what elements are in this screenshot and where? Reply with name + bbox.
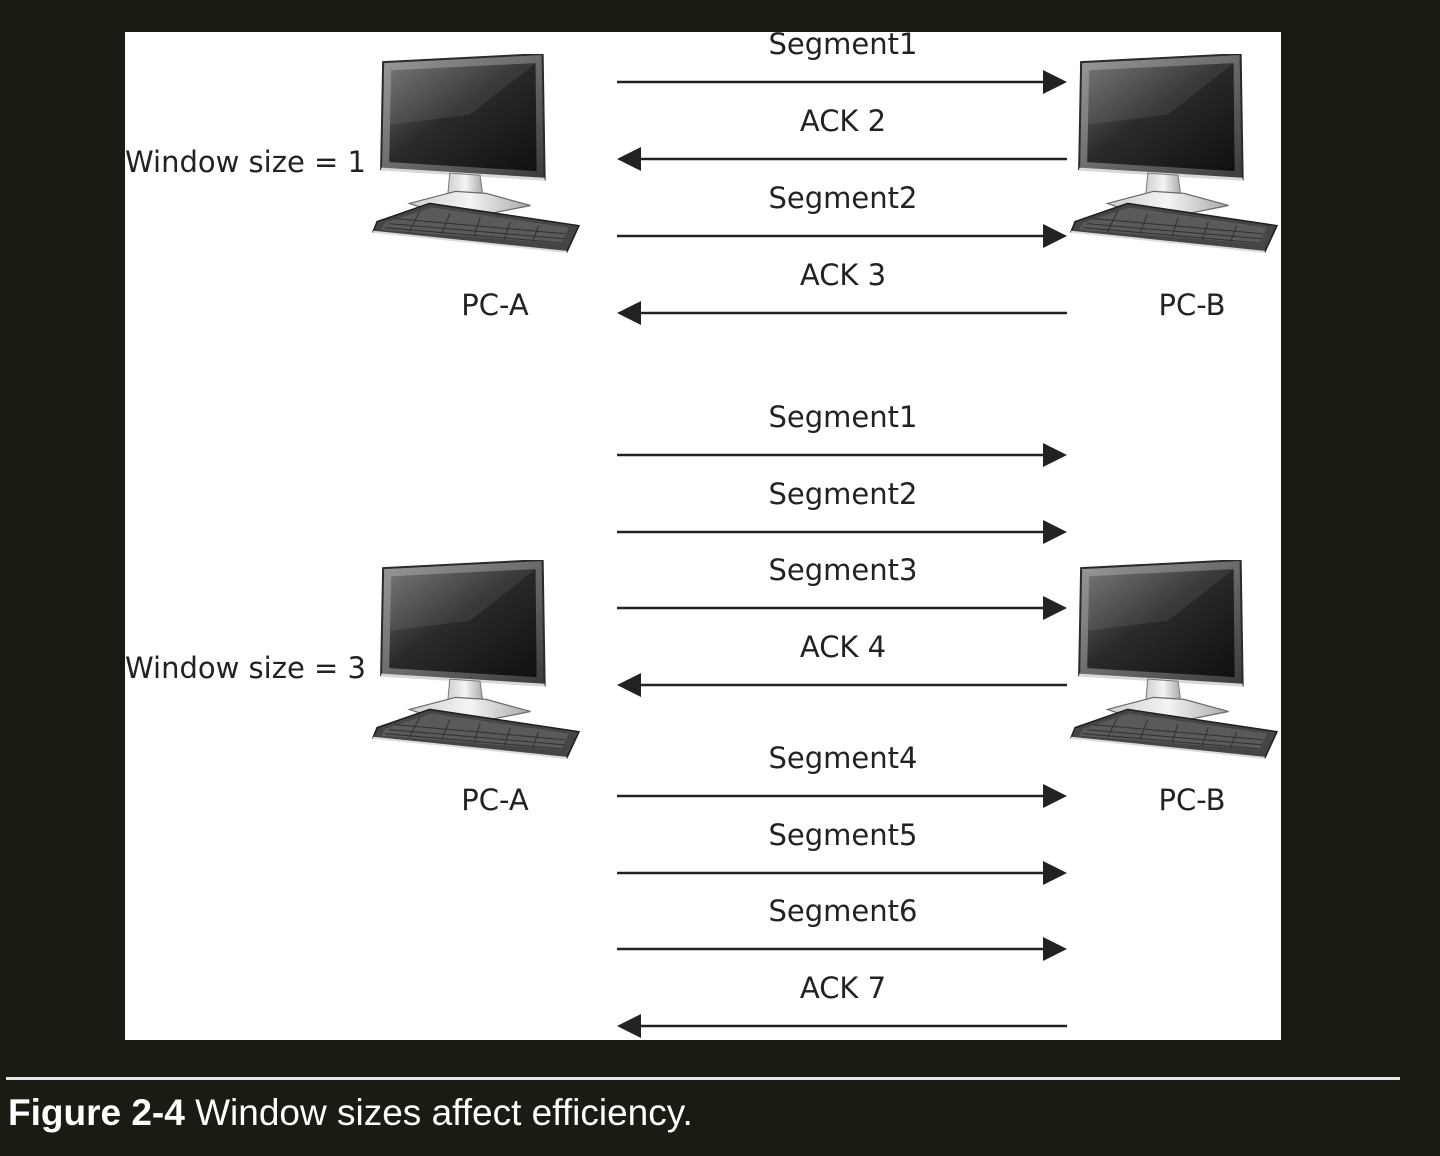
arrow-head <box>617 1014 641 1038</box>
segment-label: Segment2 <box>769 477 918 511</box>
arrow-head <box>1043 224 1067 248</box>
segment-label: Segment1 <box>769 400 918 434</box>
ack-label: ACK 7 <box>800 971 886 1005</box>
segment-label: Segment2 <box>769 181 918 215</box>
segment-arrow <box>617 784 1067 808</box>
segment-label: Segment6 <box>769 894 918 928</box>
segment-arrow <box>617 520 1067 544</box>
pc-b-computer-icon <box>1069 54 1279 254</box>
figure-caption: Figure 2-4 Window sizes affect efficienc… <box>8 1092 693 1134</box>
ack-label: ACK 2 <box>800 104 886 138</box>
segment-arrow <box>617 596 1067 620</box>
arrow-head <box>1043 520 1067 544</box>
caption-divider <box>6 1077 1400 1080</box>
segment-arrow <box>617 70 1067 94</box>
segment-arrow <box>617 443 1067 467</box>
ack-label: ACK 4 <box>800 630 886 664</box>
ack-arrow <box>617 147 1067 171</box>
segment-label: Segment4 <box>769 741 918 775</box>
figure-number: Figure 2-4 <box>8 1092 185 1133</box>
pc-a-computer-icon <box>371 560 581 760</box>
window-size-label: Window size = 3 <box>125 651 366 685</box>
segment-arrow <box>617 224 1067 248</box>
pc-b-label: PC-B <box>1158 783 1225 817</box>
segment-label: Segment3 <box>769 553 918 587</box>
segment-label: Segment5 <box>769 818 918 852</box>
ack-arrow <box>617 673 1067 697</box>
pc-b-computer-icon <box>1069 560 1279 760</box>
segment-label: Segment1 <box>769 32 918 61</box>
ack-label: ACK 3 <box>800 258 886 292</box>
segment-arrow <box>617 861 1067 885</box>
caption-text: Window sizes affect efficiency. <box>195 1092 693 1133</box>
arrow-head <box>1043 861 1067 885</box>
arrow-head <box>617 673 641 697</box>
arrow-head <box>1043 784 1067 808</box>
arrow-head <box>1043 70 1067 94</box>
pc-a-label: PC-A <box>461 288 529 322</box>
pc-a-label: PC-A <box>461 783 529 817</box>
arrow-head <box>617 301 641 325</box>
ack-arrow <box>617 1014 1067 1038</box>
pc-b-label: PC-B <box>1158 288 1225 322</box>
window-size-label: Window size = 1 <box>125 145 366 179</box>
ack-arrow <box>617 301 1067 325</box>
arrow-head <box>1043 443 1067 467</box>
pc-a-computer-icon <box>371 54 581 254</box>
segment-arrow <box>617 937 1067 961</box>
arrow-head <box>1043 937 1067 961</box>
arrow-head <box>1043 596 1067 620</box>
arrow-head <box>617 147 641 171</box>
